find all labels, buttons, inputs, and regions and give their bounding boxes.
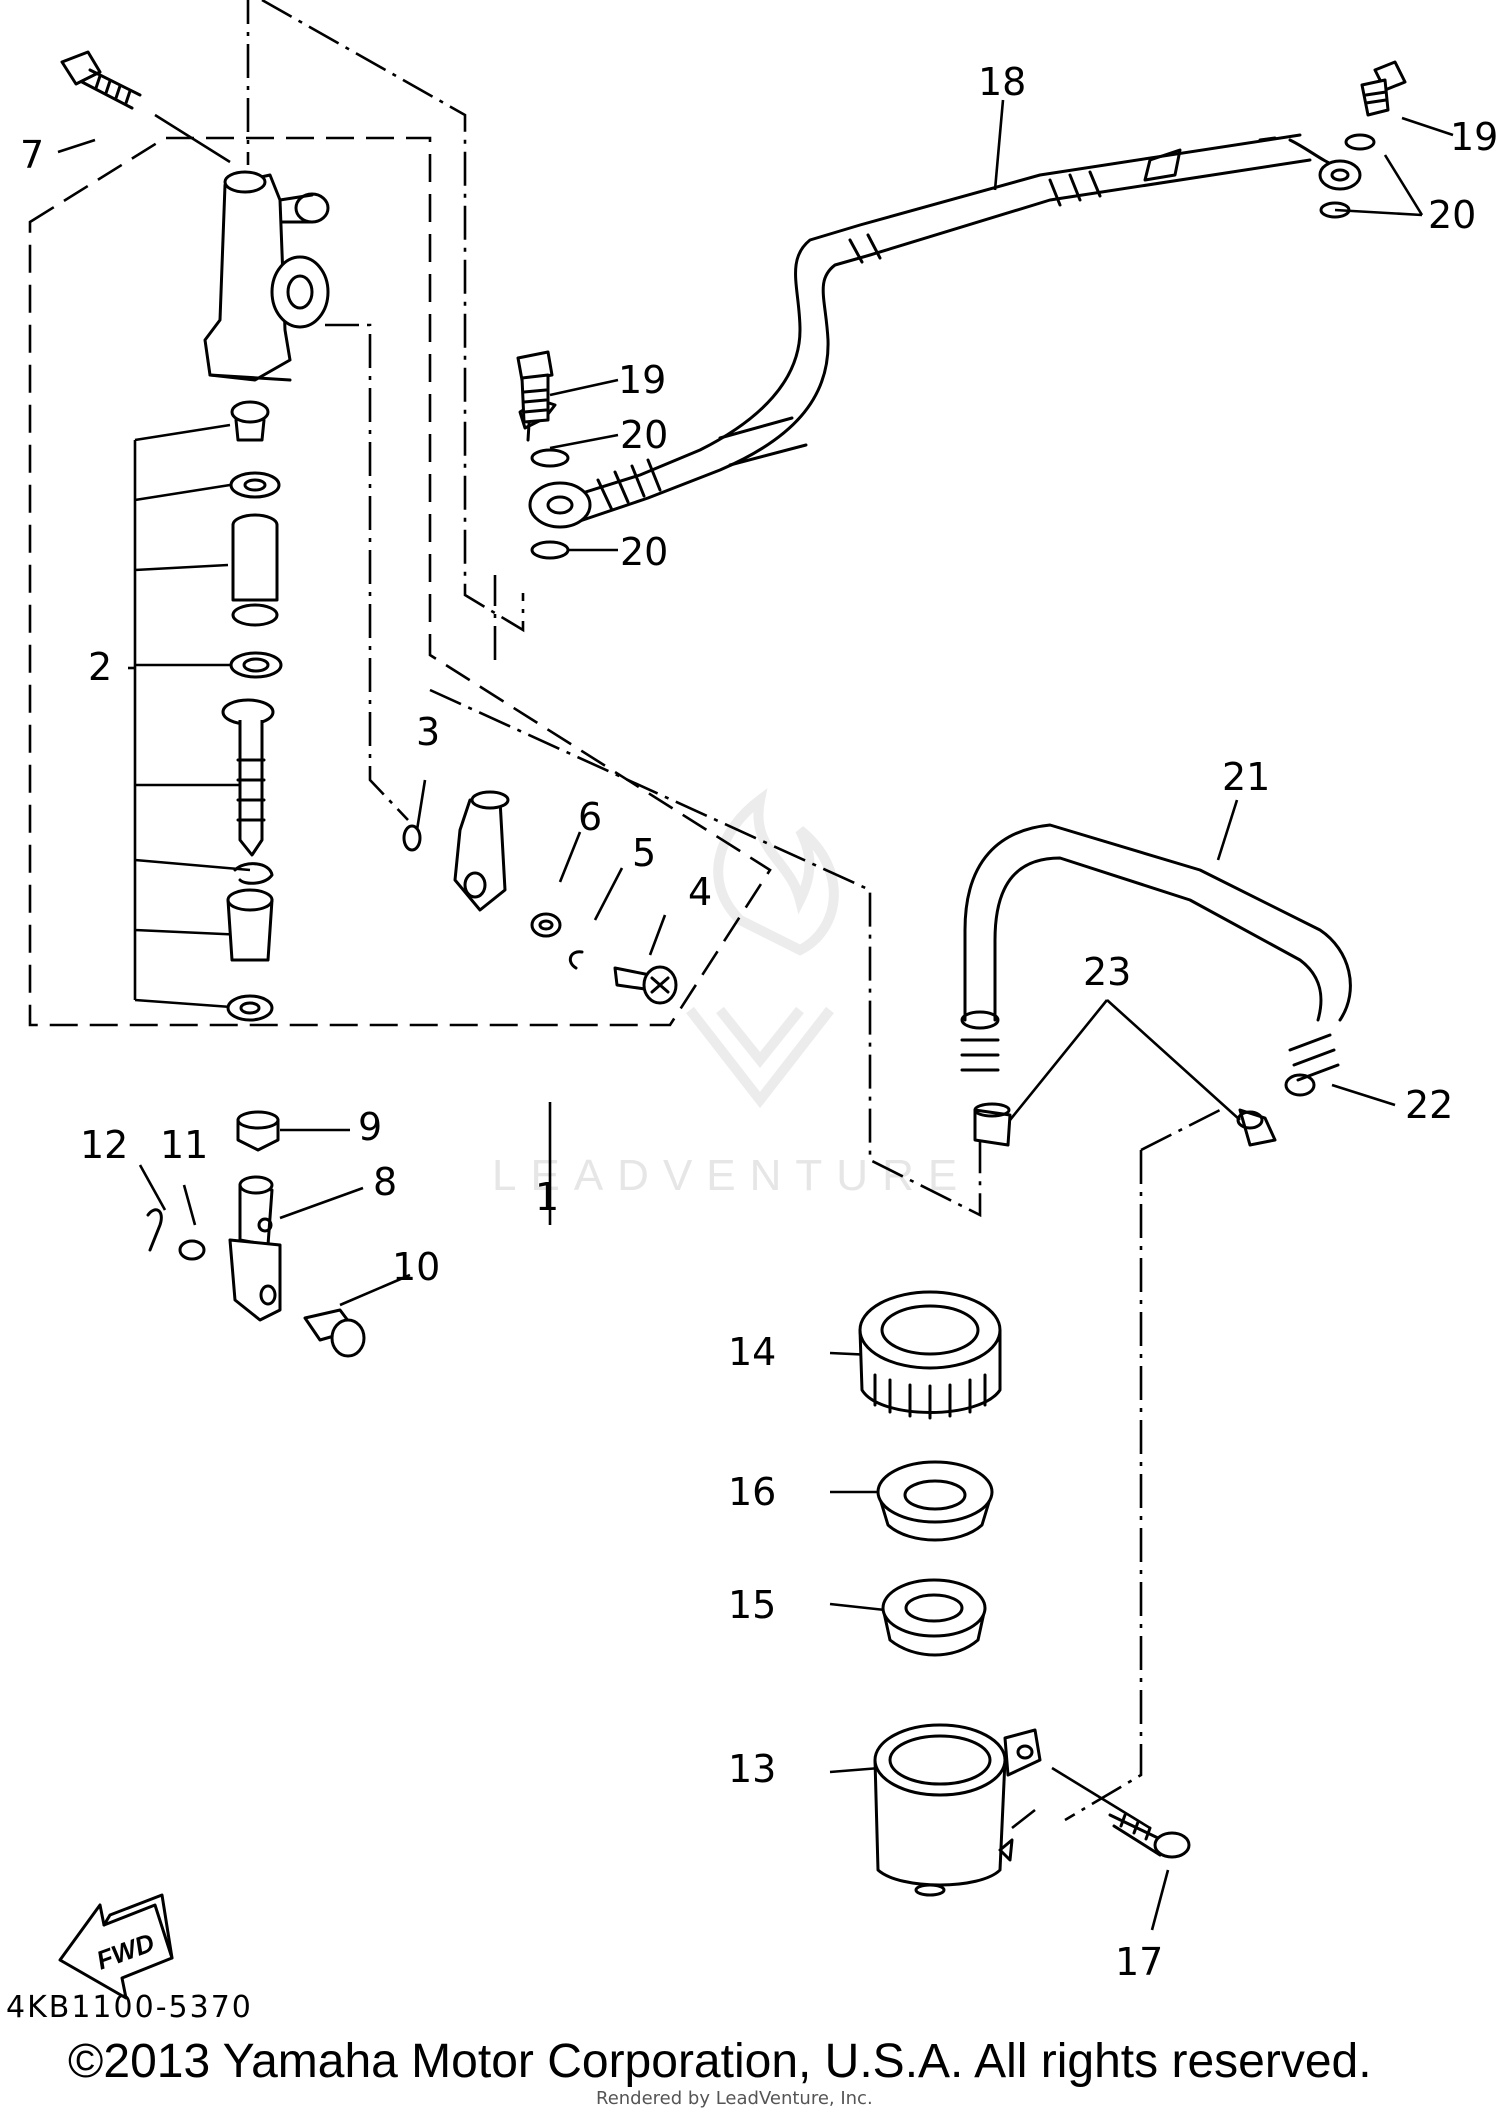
callout-19-middle: 19 [618, 358, 666, 402]
part-2-internals [221, 400, 283, 1022]
part-20-washers-right [1319, 133, 1376, 219]
callout-19-right: 19 [1450, 115, 1498, 159]
callout-8: 8 [373, 1160, 397, 1204]
callout-3: 3 [416, 710, 440, 754]
part-7-bolt [60, 50, 142, 110]
rendered-by-credit: Rendered by LeadVenture, Inc. [596, 2088, 873, 2109]
callout-2: 2 [88, 645, 112, 689]
callout-6: 6 [578, 795, 602, 839]
callout-7: 7 [20, 133, 44, 177]
watermark-text: LEADVENTURE [492, 1151, 971, 1200]
callout-14: 14 [728, 1330, 776, 1374]
callout-15: 15 [728, 1583, 776, 1627]
callout-11: 11 [160, 1123, 208, 1167]
routing-lines [246, 0, 1221, 1830]
leadventure-watermark: LEADVENTURE [492, 788, 971, 1200]
copyright-notice: ©2013 Yamaha Motor Corporation, U.S.A. A… [68, 2035, 1372, 2088]
callout-22: 22 [1405, 1083, 1453, 1127]
callout-5: 5 [632, 831, 656, 875]
part-13-reservoir [873, 1723, 1042, 1897]
part-15-plate [881, 1578, 987, 1657]
callout-20-upper: 20 [620, 413, 668, 457]
callout-21: 21 [1222, 755, 1270, 799]
clevis-group [146, 1110, 366, 1358]
part-18-brake-hose [518, 133, 1362, 560]
callout-17: 17 [1115, 1940, 1163, 1984]
part-21-reservoir-hose [960, 823, 1352, 1147]
assembly-1-boundary [28, 136, 772, 1027]
callout-18: 18 [978, 60, 1026, 104]
callout-10: 10 [392, 1245, 440, 1289]
part-16-diaphragm [876, 1460, 994, 1542]
leader-lines [57, 99, 1454, 1931]
callout-9: 9 [358, 1105, 382, 1149]
master-cylinder-body [203, 170, 330, 382]
callout-20-right: 20 [1428, 193, 1476, 237]
callout-numbers: 1 2 3 4 5 6 7 8 9 10 11 12 13 14 15 16 1… [20, 60, 1498, 1984]
part-14-cap [858, 1290, 1002, 1420]
part-17-screw [1108, 1813, 1191, 1859]
fwd-direction-arrow: FWD [58, 1893, 174, 2000]
part-19-bolt-right [1360, 60, 1407, 117]
inlet-fitting-group [402, 790, 678, 1005]
callout-20-lower: 20 [620, 530, 668, 574]
callout-1: 1 [535, 1175, 559, 1219]
callout-4: 4 [688, 870, 712, 914]
diagram-code: 4KB1100-5370 [6, 1990, 253, 2025]
callout-13: 13 [728, 1747, 776, 1791]
callout-16: 16 [728, 1470, 776, 1514]
callout-23: 23 [1083, 950, 1131, 994]
callout-12: 12 [80, 1123, 128, 1167]
part-19-bolt-middle [516, 350, 554, 424]
